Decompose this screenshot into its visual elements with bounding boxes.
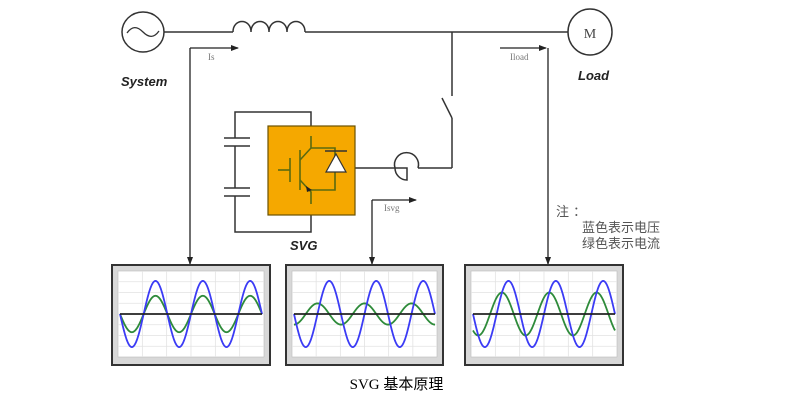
motor-label: M [584, 27, 597, 42]
isvg-label: Isvg [384, 203, 400, 213]
diode-icon [324, 150, 348, 173]
svg-converter-block [267, 125, 356, 216]
note-voltage-line: 蓝色表示电压 [582, 221, 661, 236]
svg-label: SVG [290, 238, 317, 253]
note-title: 注 ： [556, 205, 587, 220]
is-label: Is [208, 52, 215, 62]
iload-measurement [500, 45, 551, 265]
system-label: System [121, 74, 168, 89]
isvg-measurement [369, 197, 417, 265]
inductor-icon [232, 20, 306, 33]
reactor-icon [393, 151, 420, 169]
dc-capacitor-loop [224, 111, 312, 233]
igbt-icon [278, 136, 336, 204]
note-current-line: 绿色表示电流 [582, 237, 661, 252]
waveform-plot-3 [464, 264, 624, 366]
ac-source-icon [121, 11, 165, 53]
current-waveform [472, 291, 616, 337]
is-measurement [187, 45, 239, 265]
load-label: Load [578, 68, 610, 83]
waveform-plot-1 [111, 264, 271, 366]
legend-note: 注 ： 蓝色表示电压 绿色表示电流 [556, 205, 660, 253]
iload-label: Iload [510, 52, 529, 62]
current-waveform [293, 302, 436, 326]
switch-icon [441, 97, 453, 119]
figure-caption: SVG 基本原理 [349, 377, 444, 393]
main-bus-line [164, 20, 568, 33]
svg-branch-wire [355, 32, 453, 181]
motor-icon: M [567, 8, 613, 56]
waveform-plot-2 [285, 264, 444, 366]
